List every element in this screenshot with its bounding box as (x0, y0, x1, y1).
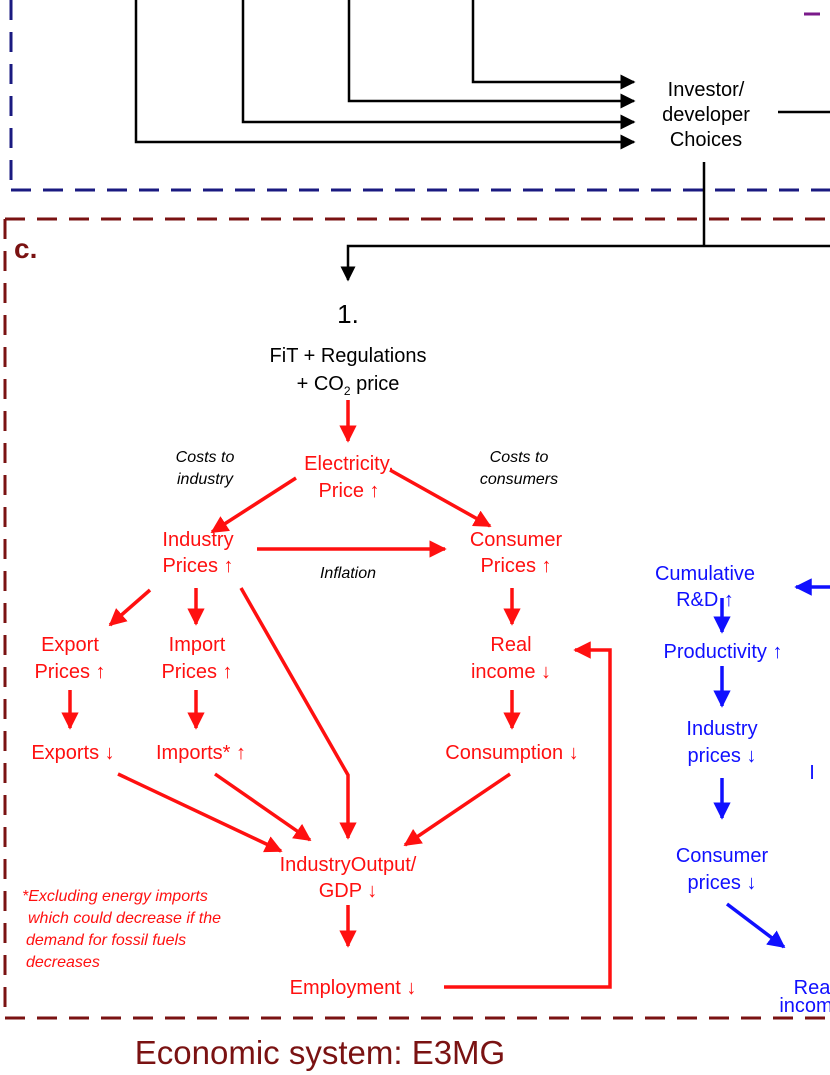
blue-real-income-line2: incom (779, 995, 830, 1017)
panel-label: c. (14, 233, 37, 264)
footnote-line4: decreases (26, 954, 100, 971)
cumulative-rd-line2: R&D ↑ (676, 589, 734, 611)
exports-node: Exports ↓ (31, 742, 114, 764)
investor-line-3: Choices (670, 129, 742, 151)
inflation-label: Inflation (320, 565, 376, 582)
edge-labels: Costs to industry Costs to consumers Inf… (176, 449, 558, 582)
red-nodes: Electricity. Price ↑ Industry Prices ↑ C… (31, 453, 578, 999)
footer-title: Economic system: E3MG (135, 1034, 505, 1071)
consumer-prices-line2: Prices ↑ (480, 555, 551, 577)
red-arrows (61, 400, 612, 989)
import-prices-line2: Prices ↑ (161, 661, 232, 683)
footnote: *Excluding energy imports which could de… (22, 888, 221, 971)
productivity-node: Productivity ↑ (664, 641, 783, 663)
policy-node: FiT + Regulations + CO2 price (270, 345, 427, 398)
blue-nodes: Cumulative R&D ↑ Productivity ↑ Industry… (655, 563, 830, 1017)
electricity-price-line1: Electricity. (304, 453, 394, 475)
industry-prices-line2: Prices ↑ (162, 555, 233, 577)
costs-consumers-line1: Costs to (490, 449, 549, 466)
investor-inputs (134, 0, 830, 282)
real-income-line2: income ↓ (471, 661, 551, 683)
economic-panel-border (3, 217, 830, 1020)
blue-consumer-prices-line1: Consumer (676, 845, 769, 867)
costs-industry-line1: Costs to (176, 449, 235, 466)
blue-arrows (713, 578, 830, 949)
partial-letter: I (809, 762, 815, 784)
industry-prices-line1: Industry (162, 529, 233, 551)
consumption-node: Consumption ↓ (445, 742, 578, 764)
export-prices-line1: Export (41, 634, 99, 656)
blue-consumer-prices-line2: prices ↓ (688, 872, 757, 894)
top-panel-border (9, 0, 830, 192)
investor-choices-node: Investor/ developer Choices (662, 79, 750, 151)
imports-node: Imports* ↑ (156, 742, 246, 764)
employment-node: Employment ↓ (290, 977, 417, 999)
costs-industry-line2: industry (177, 471, 234, 488)
import-prices-line1: Import (169, 634, 226, 656)
policy-line-1: FiT + Regulations (270, 345, 427, 367)
real-income-line1: Real (490, 634, 531, 656)
industry-output-line1: IndustryOutput/ (280, 854, 417, 876)
investor-line-2: developer (662, 104, 750, 126)
blue-real-income-line1: Rea (794, 977, 830, 999)
footnote-line2: which could decrease if the (28, 910, 221, 927)
cumulative-rd-line1: Cumulative (655, 563, 755, 585)
costs-consumers-line2: consumers (480, 471, 558, 488)
policy-line-2: + CO2 price (297, 373, 400, 398)
consumer-prices-line1: Consumer (470, 529, 563, 551)
electricity-price-line2: Price ↑ (318, 480, 379, 502)
footnote-line1: *Excluding energy imports (22, 888, 208, 905)
industry-output-line2: GDP ↓ (319, 880, 378, 902)
step-number: 1. (337, 299, 359, 329)
blue-industry-prices-line2: prices ↓ (688, 745, 757, 767)
export-prices-line2: Prices ↑ (34, 661, 105, 683)
blue-industry-prices-line1: Industry (686, 718, 757, 740)
investor-line-1: Investor/ (668, 79, 745, 101)
footnote-line3: demand for fossil fuels (26, 932, 186, 949)
